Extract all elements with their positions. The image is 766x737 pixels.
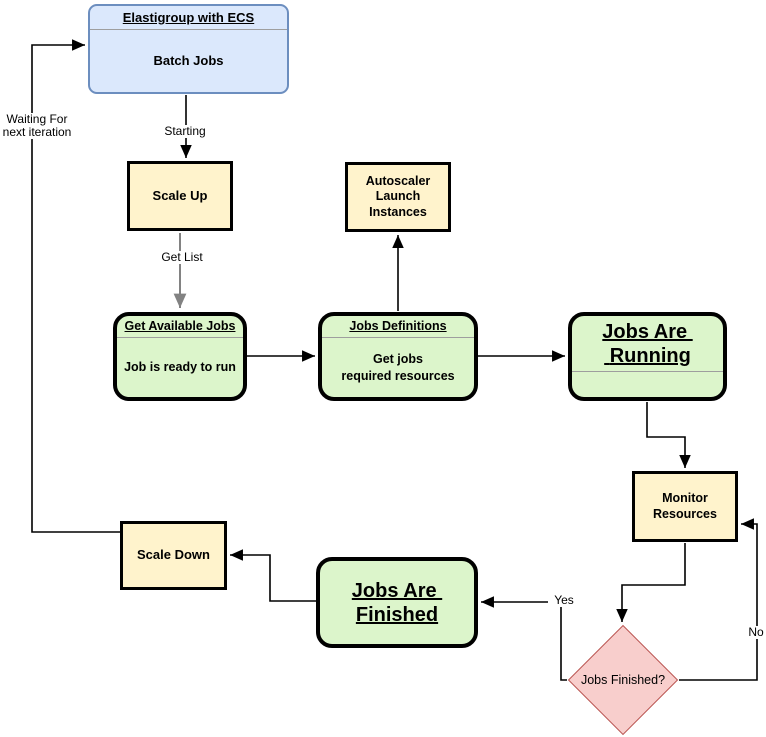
node-jobs-definitions-body: Get jobs required resources (341, 352, 455, 383)
edge-label-starting: Starting (155, 124, 215, 139)
node-jobs-are-running: Jobs Are Running (568, 312, 727, 401)
node-elastigroup-title: Elastigroup with ECS (90, 6, 287, 30)
edge-running-to-monitor (646, 402, 691, 468)
node-jobs-are-running-empty-section (572, 372, 723, 397)
node-jobs-are-running-title: Jobs Are Running (602, 320, 691, 367)
node-get-available-jobs: Get Available Jobs Job is ready to run (113, 312, 247, 401)
node-jobs-are-finished: Jobs Are Finished (316, 557, 478, 648)
node-elastigroup-body: Batch Jobs (153, 52, 224, 68)
node-get-available-jobs-title: Get Available Jobs (117, 316, 243, 338)
edge-label-no: No (744, 625, 766, 640)
node-scale-down-label: Scale Down (137, 547, 210, 563)
node-jobs-definitions-title: Jobs Definitions (322, 316, 474, 338)
node-autoscaler-label: Autoscaler Launch Instances (365, 173, 431, 219)
node-jobs-are-finished-title: Jobs Are Finished (351, 579, 439, 626)
edge-label-get-list: Get List (153, 250, 211, 265)
node-scale-up-label: Scale Up (152, 187, 208, 203)
edge-monitor-to-decision (616, 543, 686, 622)
node-monitor-resources: Monitor Resources (632, 471, 738, 542)
node-monitor-resources-label: Monitor Resources (653, 490, 717, 521)
node-autoscaler: Autoscaler Launch Instances (345, 162, 451, 232)
edge-no (679, 518, 758, 681)
node-jobs-finished-decision-label: Jobs Finished? (580, 673, 666, 687)
edge-label-yes: Yes (548, 593, 580, 608)
edge-finished-to-scaledown (230, 549, 316, 602)
edge-yes (481, 596, 567, 681)
node-scale-up: Scale Up (127, 161, 233, 231)
node-scale-down: Scale Down (120, 521, 227, 590)
node-jobs-definitions: Jobs Definitions Get jobs required resou… (318, 312, 478, 401)
node-get-available-jobs-body: Job is ready to run (124, 360, 236, 375)
node-elastigroup: Elastigroup with ECS Batch Jobs (88, 4, 289, 94)
edge-label-waiting: Waiting For next iteration (0, 112, 74, 140)
